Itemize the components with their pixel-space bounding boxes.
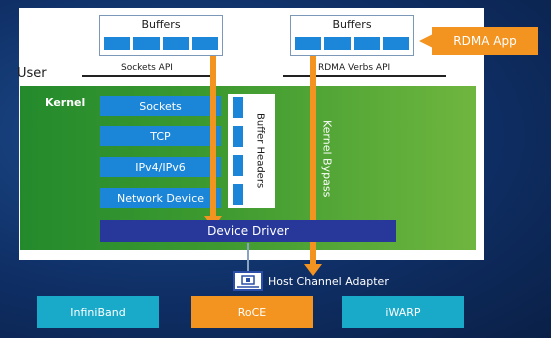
network-device-layer: Network Device <box>100 188 221 208</box>
buffer-cell <box>382 37 409 50</box>
buffer-cell <box>133 37 160 50</box>
buffer-cell <box>295 37 322 50</box>
tcp-layer: TCP <box>100 126 221 146</box>
kernel-bypass-arrowhead <box>304 264 322 276</box>
rdma-verbs-api-label: RDMA Verbs API <box>318 63 391 73</box>
sockets-api-line <box>82 75 214 77</box>
iwarp-box: iWARP <box>342 296 464 328</box>
roce-box: RoCE <box>191 296 313 328</box>
buffer-cell <box>324 37 351 50</box>
socket-path-arrow <box>210 56 216 220</box>
buffer-cell <box>353 37 380 50</box>
rdma-app-label: RDMA App <box>432 27 538 55</box>
network-card-icon <box>233 271 263 291</box>
buffer-cell <box>191 37 218 50</box>
buffer-header-cell <box>233 155 243 176</box>
kernel-bypass-label: Kernel Bypass <box>320 120 334 198</box>
buffer-header-cell <box>233 184 243 205</box>
buffers-title: Buffers <box>332 18 372 31</box>
sockets-api-label: Sockets API <box>121 63 173 73</box>
kernel-bypass-arrow <box>310 56 316 268</box>
host-channel-adapter-label: Host Channel Adapter <box>268 275 389 288</box>
driver-to-hca-connector <box>247 243 249 271</box>
buffer-header-cell <box>233 126 243 147</box>
infiniband-box: InfiniBand <box>37 296 159 328</box>
sockets-app-buffers: Buffers <box>99 15 223 56</box>
buffer-cells <box>295 37 409 50</box>
buffer-headers-label: Buffer Headers <box>254 113 266 189</box>
buffers-title: Buffers <box>141 18 181 31</box>
rdma-app-buffers: Buffers <box>290 15 414 56</box>
kernel-label: Kernel <box>45 96 86 109</box>
buffer-header-cell <box>233 97 243 118</box>
rdma-app-arrow <box>419 33 435 49</box>
user-space-label: User <box>17 66 47 81</box>
buffer-cell <box>162 37 189 50</box>
buffer-cell <box>104 37 131 50</box>
buffer-headers: Buffer Headers <box>228 94 275 208</box>
buffer-cells <box>104 37 218 50</box>
device-driver: Device Driver <box>100 220 396 242</box>
rdma-verbs-api-line <box>283 75 446 77</box>
ip-layer: IPv4/IPv6 <box>100 157 221 177</box>
sockets-layer: Sockets <box>100 96 221 116</box>
